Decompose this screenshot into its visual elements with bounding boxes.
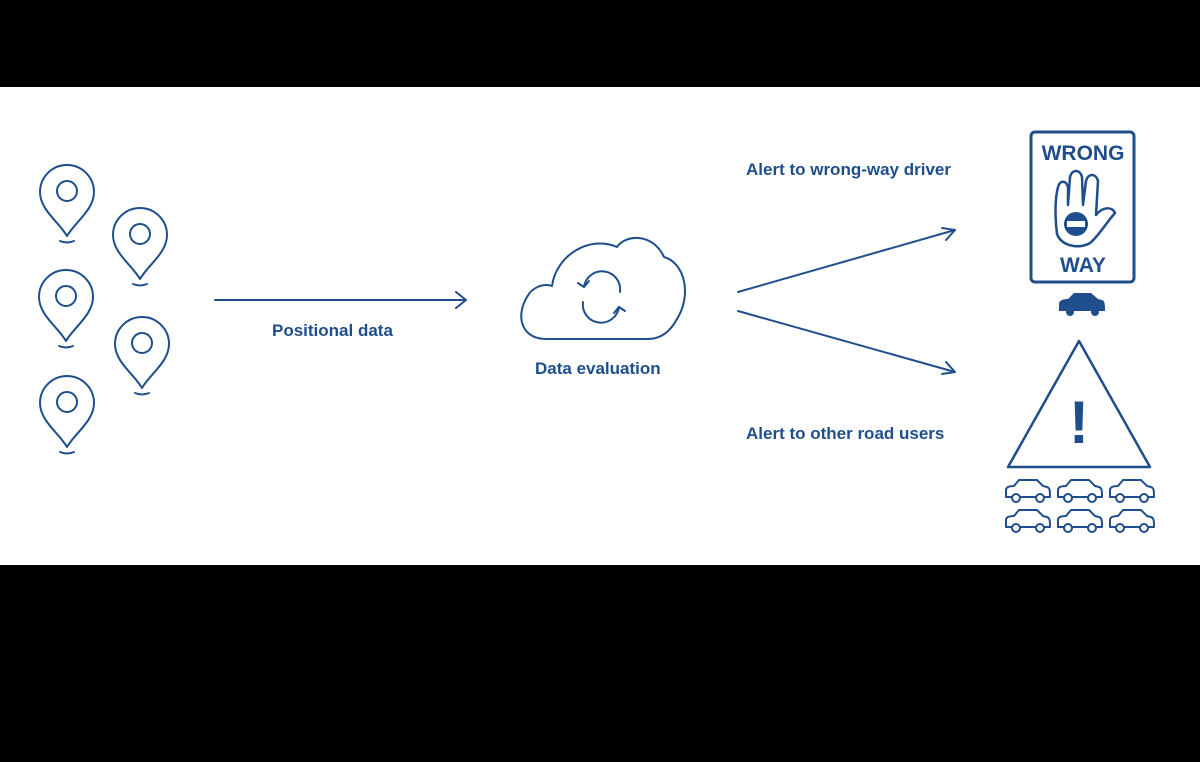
label-positional-data: Positional data <box>272 321 393 340</box>
map-pin-icon <box>39 164 95 244</box>
warning-triangle-icon <box>1006 339 1152 469</box>
car-icon <box>1057 509 1103 533</box>
map-pin-icon <box>114 316 170 396</box>
car-icon <box>1109 509 1155 533</box>
sign-text-way: WAY <box>1060 254 1106 277</box>
map-pin-icon <box>112 207 168 287</box>
diagram-stage: WRONG WAY ! Positional data Data evaluat… <box>0 87 1200 565</box>
letterbox-top <box>0 0 1200 87</box>
car-icon <box>1059 293 1105 316</box>
label-data-evaluation: Data evaluation <box>535 359 661 378</box>
map-pin-icon <box>39 375 95 455</box>
sign-text-wrong: WRONG <box>1042 142 1125 165</box>
car-icon <box>1005 509 1051 533</box>
diagram-canvas: WRONG WAY ! <box>38 130 1155 533</box>
car-icon <box>1005 479 1051 503</box>
warning-exclamation: ! <box>1069 389 1089 456</box>
label-alert-others: Alert to other road users <box>746 424 945 443</box>
label-alert-wrong-way: Alert to wrong-way driver <box>746 160 951 179</box>
map-pin-icon <box>38 269 94 349</box>
arrow-right-icon <box>214 291 467 309</box>
car-icon <box>1109 479 1155 503</box>
letterbox-bottom <box>0 565 1200 675</box>
wrong-way-sign-icon <box>1029 130 1136 284</box>
car-icon <box>1057 479 1103 503</box>
arrow-down-right-icon <box>737 310 956 375</box>
cloud-sync-icon <box>520 236 686 340</box>
arrow-up-right-icon <box>737 227 956 293</box>
